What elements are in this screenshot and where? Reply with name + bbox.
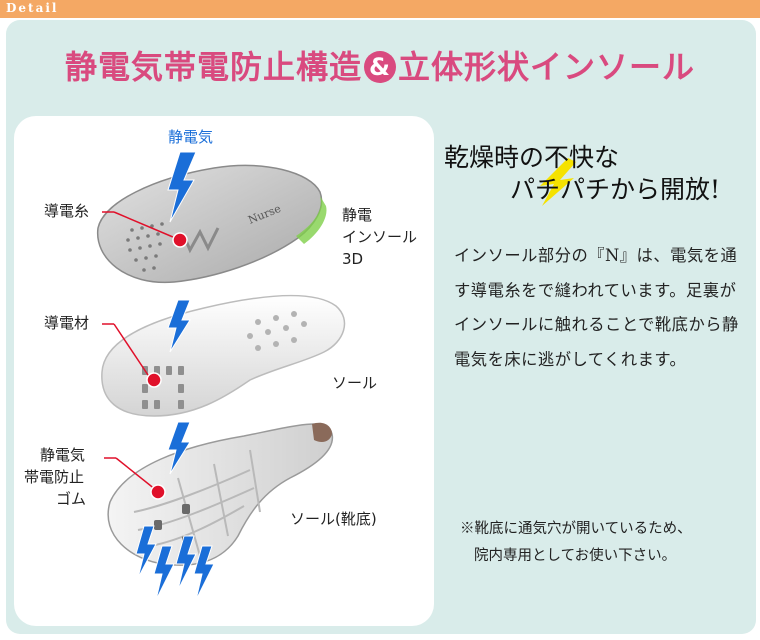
label-rubber-line2: 帯電防止: [24, 468, 85, 486]
lightning-icon: [193, 545, 215, 601]
heading-line-1: 乾燥時の不快な: [444, 143, 620, 172]
spark-icon: [540, 158, 576, 206]
lightning-icon: [175, 535, 197, 591]
rubber-marker: [150, 484, 166, 500]
ampersand-badge: &: [364, 51, 396, 83]
title-part-2: 立体形状インソール: [398, 48, 696, 86]
label-insole-line2: インソール: [342, 228, 418, 246]
page-title: 静電気帯電防止構造&立体形状インソール: [0, 42, 760, 88]
description-text: インソール部分の『N』は、電気を通す導電糸をで縫われています。足裏がインソールに…: [454, 246, 739, 370]
heading-line-2: パチパチから開放!: [510, 175, 721, 204]
note-line-1: ※靴底に通気穴が開いているため、: [460, 521, 692, 537]
material-marker: [146, 372, 162, 388]
header-bar: Detail: [0, 0, 760, 18]
lightning-icon: [153, 545, 175, 601]
note-line-2: 院内専用としてお使い下さい。: [474, 548, 677, 564]
title-part-1: 静電気帯電防止構造: [64, 48, 362, 86]
label-insole-line3: 3D: [342, 250, 364, 268]
lightning-icon: [167, 151, 197, 223]
label-sole: ソール: [332, 374, 378, 392]
label-conductive-thread: 導電糸: [44, 202, 90, 220]
label-insole-line1: 静電: [342, 206, 373, 224]
label-rubber-line1: 静電気: [40, 446, 86, 464]
lightning-icon: [167, 299, 191, 353]
lightning-bolts: [135, 151, 215, 601]
thread-marker: [172, 232, 188, 248]
label-rubber-line3: ゴム: [56, 490, 87, 508]
section-label: Detail: [6, 1, 59, 15]
insole-perforations: [126, 222, 164, 272]
label-outsole: ソール(靴底): [290, 510, 377, 528]
shoe-layers-diagram: Nurse: [97, 151, 346, 601]
midsole-holes: [247, 311, 307, 351]
midsole: [101, 294, 346, 417]
lightning-icon: [167, 421, 191, 475]
static-label: 静電気: [168, 128, 214, 146]
label-conductive-material: 導電材: [44, 314, 90, 332]
lightning-icon: [135, 525, 157, 579]
insole-3d: Nurse: [97, 164, 327, 284]
